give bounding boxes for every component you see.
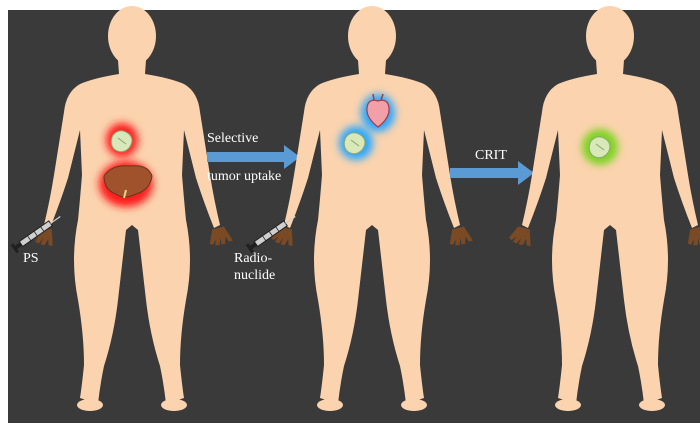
tumor-icon — [589, 137, 610, 158]
label-crit: CRIT — [475, 148, 507, 164]
label-radionuclide-line2: nuclide — [234, 268, 275, 284]
label-tumor-uptake: tumor uptake — [207, 169, 281, 185]
label-ps: PS — [23, 251, 39, 267]
tumor-icon — [344, 133, 365, 154]
label-radionuclide-line1: Radio- — [234, 251, 272, 267]
tumor-icon — [111, 131, 132, 152]
label-selective: Selective — [207, 131, 258, 147]
